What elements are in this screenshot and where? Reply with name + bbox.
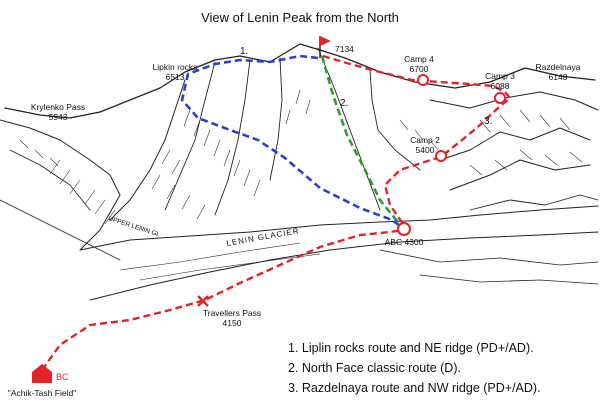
summit-altitude: 7134 xyxy=(335,44,354,54)
razdelnaya-label: Razdelnaya xyxy=(536,62,581,72)
mountain-sketch xyxy=(0,43,599,301)
map-title: View of Lenin Peak from the North xyxy=(201,10,399,25)
travellers-pass-label: Travellers Pass xyxy=(203,308,261,318)
krylenko-pass-altitude: 5943 xyxy=(49,112,68,122)
lipkin-rocks-altitude: 6513 xyxy=(166,72,185,82)
route-1-line xyxy=(180,54,404,230)
legend-item-route-2: 2. North Face classic route (D). xyxy=(288,361,461,375)
route-2-line xyxy=(320,55,400,223)
upper-lenin-glacier-label: UPPER LENIN GL xyxy=(107,215,161,238)
camp-4-label: Camp 4 xyxy=(404,54,434,64)
base-camp-field-label: "Achik-Tash Field" xyxy=(8,388,76,398)
camp-4-altitude: 6700 xyxy=(410,64,429,74)
lipkin-rocks-label: Lipkin rocks xyxy=(153,62,198,72)
route-3-line xyxy=(322,54,512,225)
camp-2-marker xyxy=(435,150,447,162)
razdelnaya-altitude: 6148 xyxy=(549,72,568,82)
approach-route-line xyxy=(41,228,404,371)
krylenko-pass-label: Krylenko Pass xyxy=(31,102,85,112)
route-1-number: 1. xyxy=(240,46,248,57)
base-camp-label: BC xyxy=(56,372,69,382)
travellers-pass-altitude: 4150 xyxy=(223,318,242,328)
legend-item-route-3: 3. Razdelnaya route and NW ridge (PD+/AD… xyxy=(288,381,541,395)
camp-3-label: Camp 3 xyxy=(485,71,515,81)
terrain-hatching xyxy=(19,89,583,225)
camp-2-label: Camp 2 xyxy=(410,135,440,145)
summit-flag-icon xyxy=(319,36,331,58)
camp-2-altitude: 5400 xyxy=(416,145,435,155)
route-legend: 1. Liplin rocks route and NE ridge (PD+/… xyxy=(288,341,541,395)
legend-item-route-1: 1. Liplin rocks route and NE ridge (PD+/… xyxy=(288,341,534,355)
camp-4-marker xyxy=(417,74,429,86)
camp-3-marker xyxy=(494,92,506,104)
base-camp-icon xyxy=(32,364,52,383)
route-2-number: 2. xyxy=(340,98,348,109)
travellers-pass-marker xyxy=(197,295,209,307)
abc-label: ABC 4300 xyxy=(385,237,424,247)
abc-marker xyxy=(397,222,411,236)
camp-3-altitude: 6088 xyxy=(491,81,510,91)
route-3-number: 3. xyxy=(484,116,492,127)
